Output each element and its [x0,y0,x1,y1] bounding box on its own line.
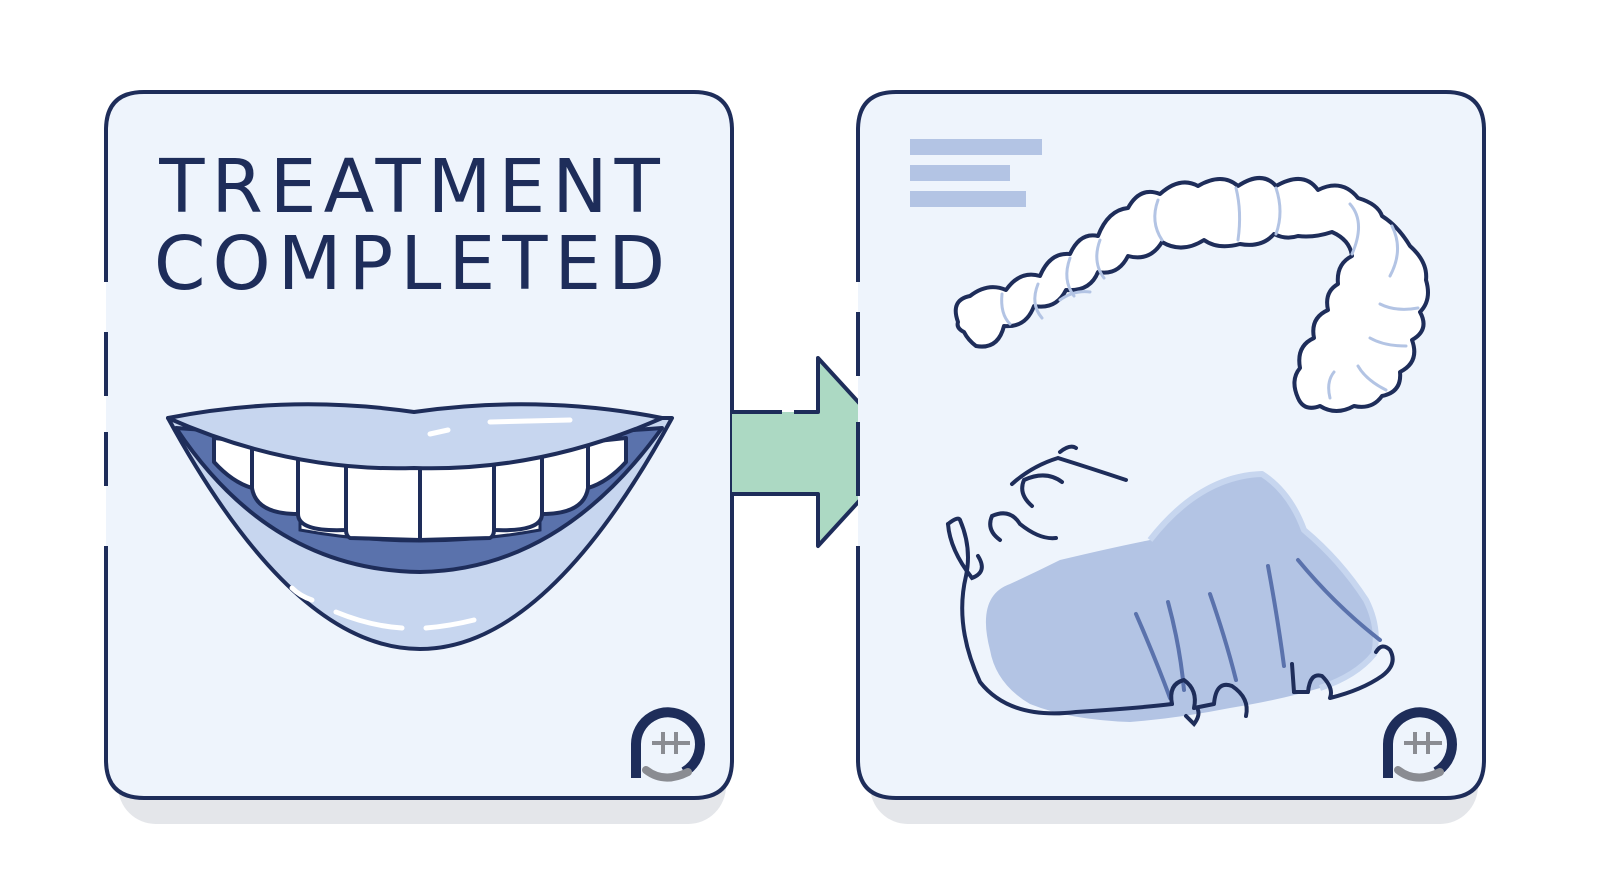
palate-retainer-icon [946,444,1395,728]
title-line-1: TREATMENT [158,144,667,230]
smile-icon [166,402,674,651]
brand-logo-icon [631,707,705,782]
brand-logo-icon [1383,707,1457,782]
clear-aligner-icon [953,176,1430,413]
left-panel: TREATMENT COMPLETED [104,90,734,800]
title-line-2: COMPLETED [154,221,672,307]
text-lines-icon [910,139,1042,207]
right-panel [856,90,1486,800]
